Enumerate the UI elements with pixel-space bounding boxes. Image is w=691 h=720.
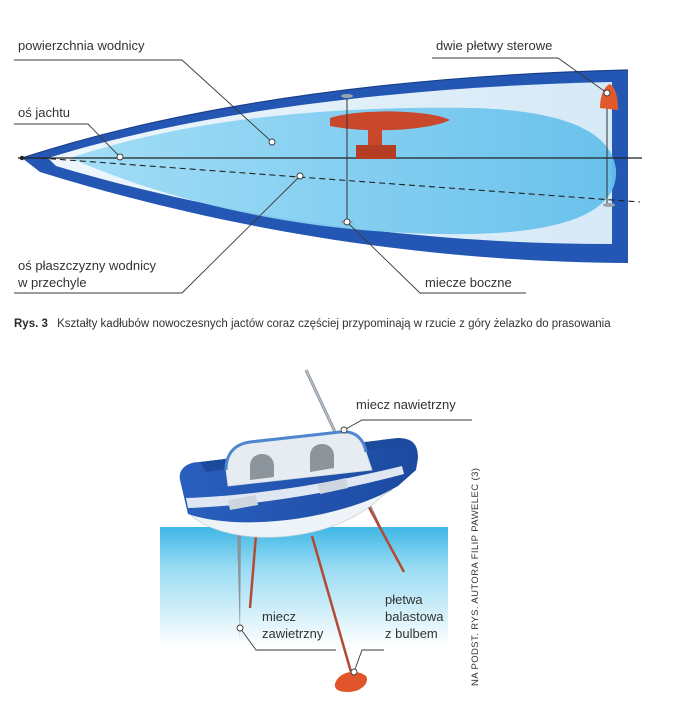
figure2-leaders	[236, 419, 472, 676]
illustration-credit: NA PODST. RYS. AUTORA FILIP PAWELEC (3)	[470, 468, 481, 686]
figure-caption: Rys. 3 Kształty kadłubów nowoczesnych ja…	[14, 318, 611, 330]
waterplane-area	[70, 107, 617, 235]
label-yacht-axis: oś jachtu	[18, 105, 70, 120]
label-heel-axis-line1: oś płaszczyzny wodnicy	[18, 258, 156, 273]
leeward-red-fin	[248, 534, 258, 609]
label-heel-axis-line2: w przechyle	[17, 275, 87, 290]
keel-fin-icon	[330, 111, 450, 159]
label-leeward-board-line1: miecz	[262, 609, 296, 624]
hull-plan-view	[18, 69, 642, 263]
sea-water	[160, 527, 448, 647]
windward-red-fin	[362, 497, 406, 573]
label-side-boards: miecze boczne	[425, 275, 512, 290]
ballast-fin	[310, 535, 353, 673]
hull-section-heeled	[179, 430, 418, 538]
label-windward-board: miecz nawietrzny	[356, 397, 456, 412]
leeward-board-icon	[237, 530, 241, 640]
rudder-icon	[600, 84, 618, 110]
label-leeward-board-line2: zawietrzny	[262, 626, 324, 641]
label-waterplane: powierzchnia wodnicy	[18, 38, 145, 53]
heel-axis-line	[39, 157, 641, 203]
caption-number: Rys. 3	[14, 318, 48, 330]
label-ballast-line2: balastowa	[385, 609, 444, 624]
label-ballast-line3: z bulbem	[385, 626, 438, 641]
label-rudders: dwie płetwy sterowe	[436, 38, 552, 53]
figure1-leaders	[14, 57, 611, 294]
label-ballast-line1: płetwa	[385, 592, 423, 607]
ballast-bulb-icon	[334, 671, 368, 692]
cabin-window-right	[310, 444, 334, 472]
cabin-window-left	[250, 454, 274, 480]
caption-text: Kształty kadłubów nowoczesnych jactów co…	[57, 318, 611, 330]
